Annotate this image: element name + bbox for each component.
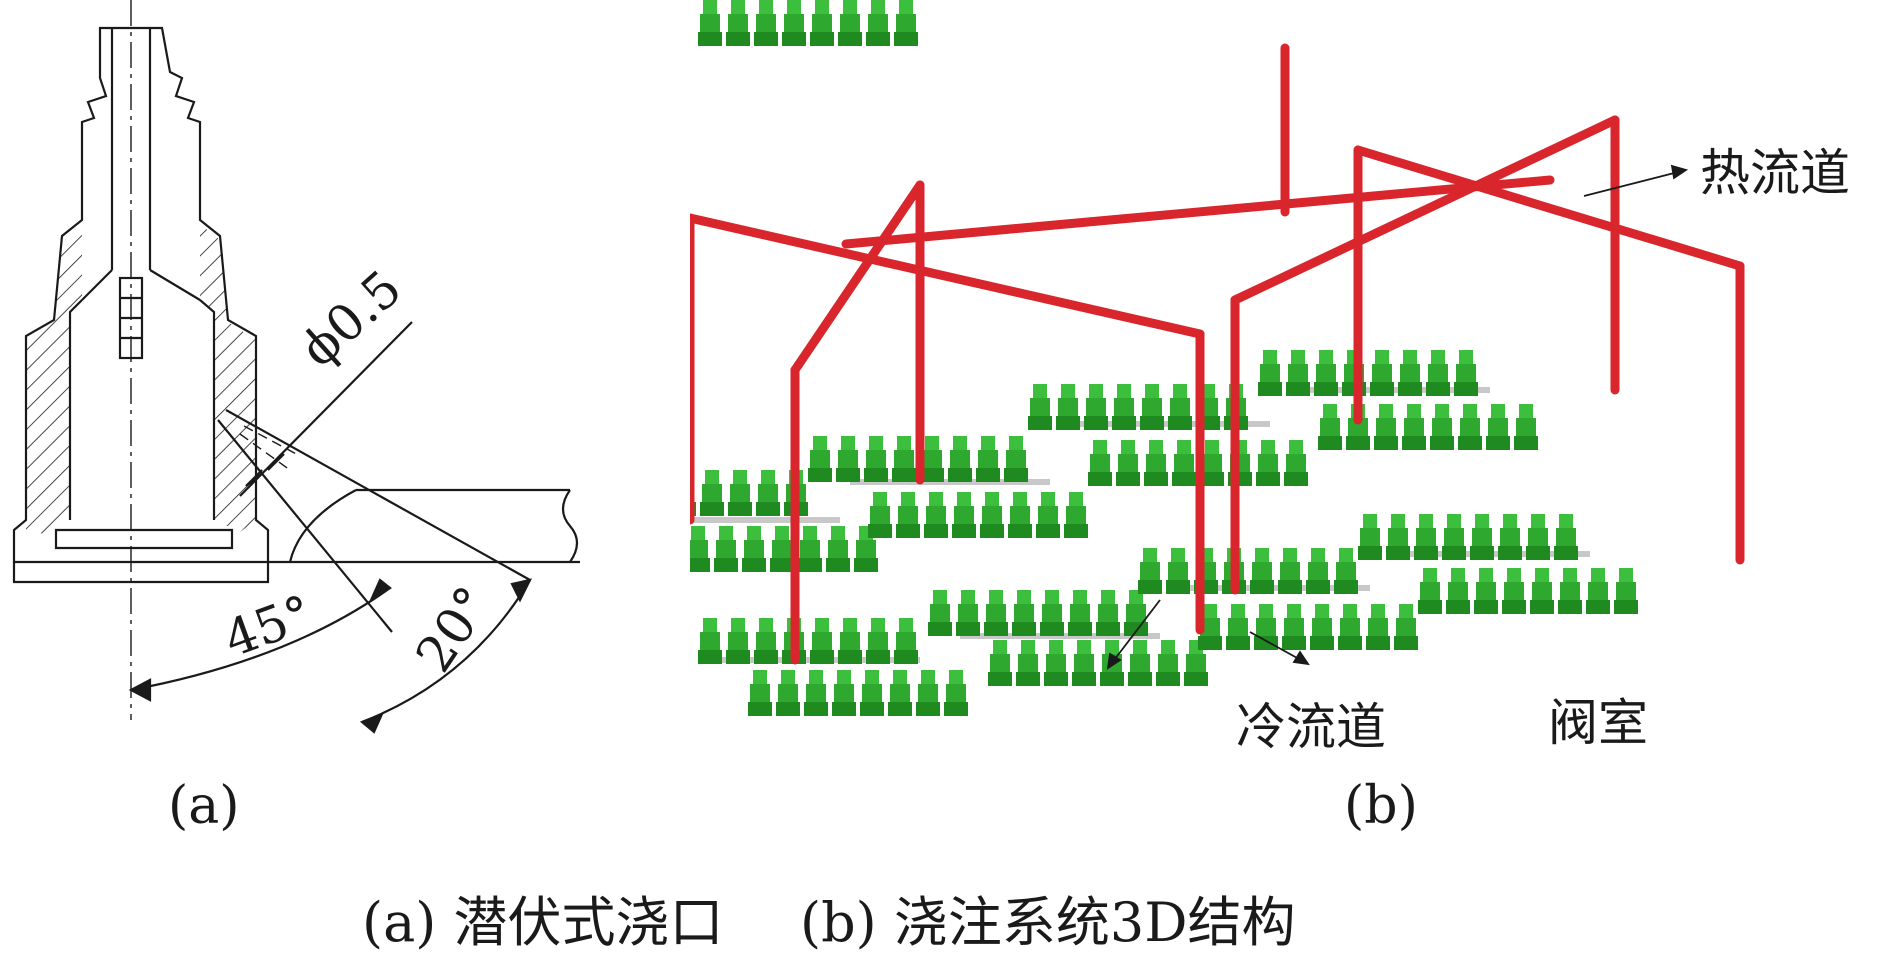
nozzle-tip-outline	[12, 26, 270, 564]
arc-20	[361, 579, 531, 724]
runner-system-3d	[690, 0, 1745, 760]
cold-runner-label: 冷流道	[1236, 698, 1386, 756]
hot-runner-label: 热流道	[1700, 144, 1850, 202]
hot-runner-leader	[1583, 169, 1687, 197]
panel-a-label: (a)	[168, 776, 240, 836]
cavity-cluster-1	[698, 0, 918, 46]
valve-chamber-label: 阀室	[1548, 694, 1648, 752]
gate-line-1	[217, 419, 393, 633]
panel-b-label: (b)	[1344, 776, 1418, 836]
diameter-leader	[239, 321, 413, 497]
cavities	[690, 350, 1638, 716]
hot-runner	[690, 43, 1745, 665]
gate-line-2	[225, 409, 531, 581]
figure-caption-a: (a) 潜伏式浇口	[362, 891, 724, 954]
hatched-wall-left	[26, 224, 82, 534]
arc-45	[130, 587, 391, 692]
gate-section-drawing	[12, 0, 580, 734]
figure-caption-b: (b) 浇注系统3D结构	[800, 891, 1296, 954]
cold-runner-leader	[1107, 599, 1161, 669]
